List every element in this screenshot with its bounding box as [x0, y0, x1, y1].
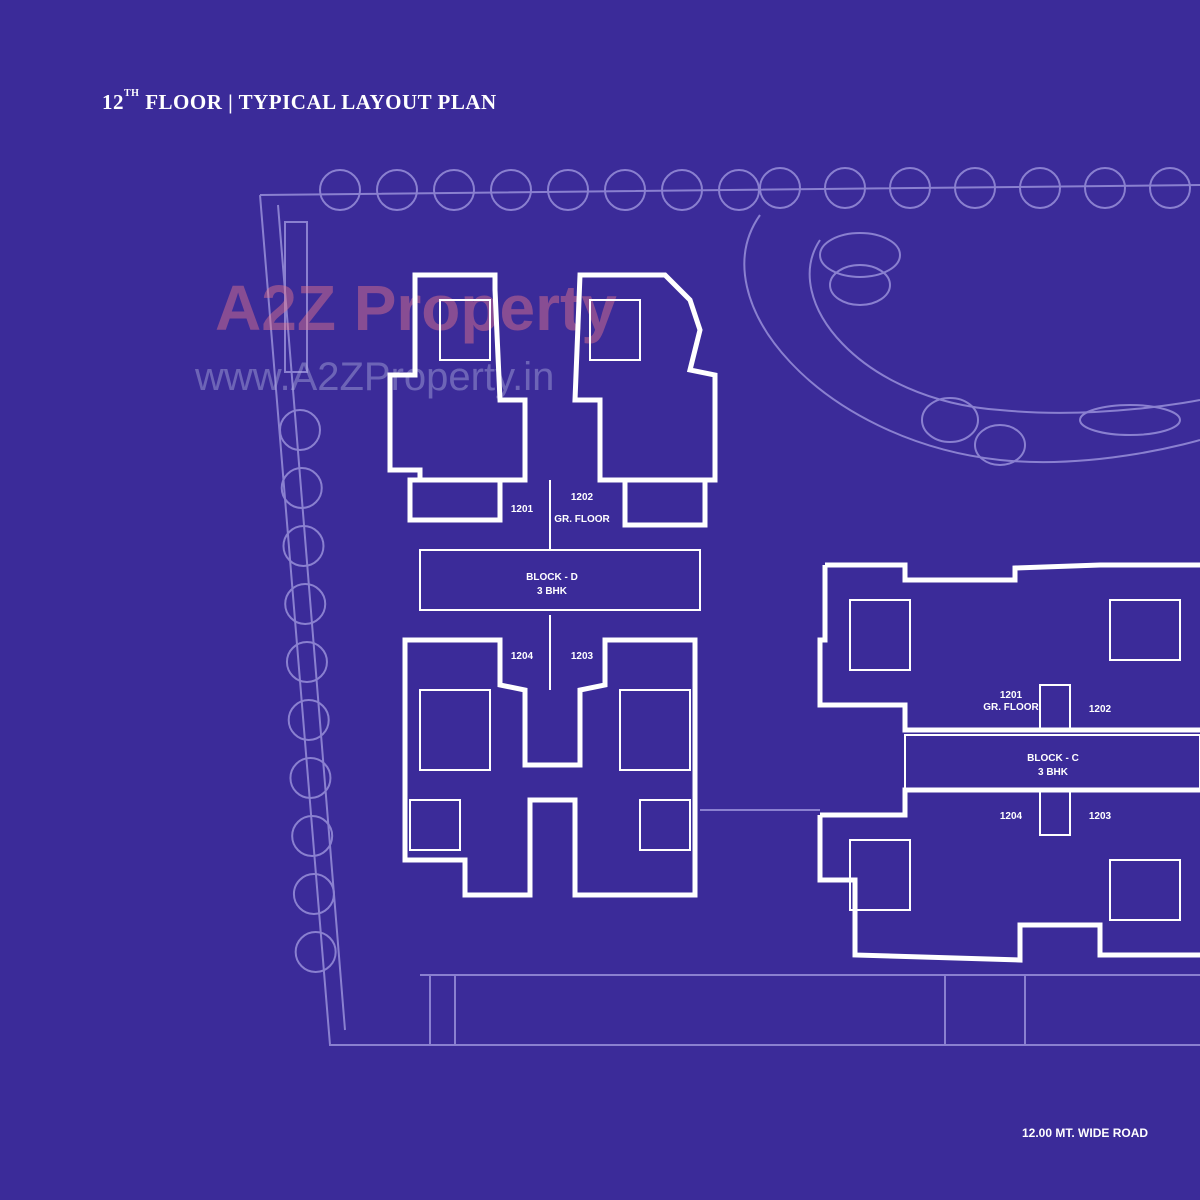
block-d-labels: 1201 1202 GR. FLOOR BLOCK - D 3 BHK 1203…	[511, 492, 611, 662]
tree-icon	[490, 169, 532, 211]
ground-floor-note: GR. FLOOR	[554, 514, 610, 525]
unit-label-1201: 1201	[1000, 690, 1023, 701]
tree-icon	[1019, 167, 1061, 209]
title-suffix: TH	[124, 88, 140, 99]
tree-icon	[282, 525, 325, 567]
tree-icon	[291, 815, 334, 857]
tree-icon	[889, 167, 931, 209]
tree-icon	[319, 169, 361, 211]
unit-label-1203: 1203	[1089, 811, 1112, 822]
tree-icon	[824, 167, 866, 209]
tree-icon	[661, 169, 703, 211]
block-c-labels: 1201 GR. FLOOR 1202 BLOCK - C 3 BHK 1203…	[983, 690, 1111, 822]
tree-icon	[547, 169, 589, 211]
tree-icon	[376, 169, 418, 211]
tree-icon	[759, 167, 801, 209]
tree-icon	[279, 409, 321, 451]
tree-icon	[1084, 167, 1126, 209]
title-number: 12	[102, 90, 124, 114]
tree-icon	[604, 169, 646, 211]
block-name: BLOCK - D	[526, 572, 578, 583]
unit-label-1202: 1202	[1089, 704, 1112, 715]
tree-icon	[718, 169, 760, 211]
svg-text:www.A2ZProperty.in: www.A2ZProperty.in	[194, 355, 554, 399]
tree-icon	[294, 931, 337, 973]
tree-icon	[1149, 167, 1191, 209]
tree-icon	[285, 641, 328, 683]
road-label: 12.00 MT. WIDE ROAD	[1022, 1126, 1149, 1140]
unit-label-1203: 1203	[571, 651, 594, 662]
block-c-plan	[817, 562, 1200, 963]
block-type: 3 BHK	[1038, 767, 1069, 778]
tree-icon	[433, 169, 475, 211]
block-name: BLOCK - C	[1027, 753, 1079, 764]
tree-icon	[287, 699, 330, 741]
tree-icon	[280, 467, 323, 509]
ground-floor-note: GR. FLOOR	[983, 702, 1039, 713]
block-type: 3 BHK	[537, 586, 568, 597]
block-d-plan	[387, 272, 718, 898]
landscape-garden	[743, 214, 1200, 466]
unit-label-1204: 1204	[1000, 811, 1023, 822]
page-title: 12TH FLOOR | TYPICAL LAYOUT PLAN	[102, 88, 497, 115]
tree-icon	[954, 167, 996, 209]
tree-icon	[289, 757, 332, 799]
title-text: FLOOR | TYPICAL LAYOUT PLAN	[139, 90, 497, 114]
unit-label-1201: 1201	[511, 504, 534, 515]
tree-icon	[284, 583, 327, 625]
tree-icon	[292, 873, 335, 915]
unit-label-1204: 1204	[511, 651, 534, 662]
watermark: A2Z Property www.A2ZProperty.in	[194, 272, 617, 399]
landscape-trees	[279, 167, 1191, 973]
unit-label-1202: 1202	[571, 492, 594, 503]
